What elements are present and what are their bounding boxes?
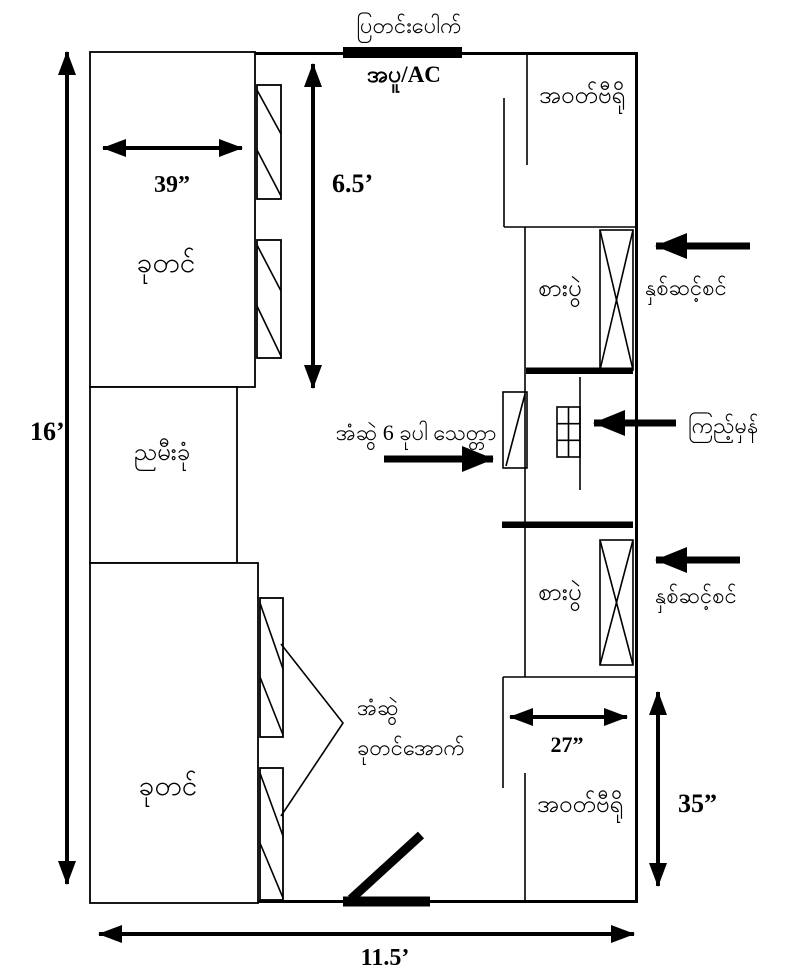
heater-ac-label: အပူ/AC — [367, 62, 441, 93]
underbed-brace — [280, 643, 344, 817]
window-label: ပြတင်းပေါက် — [356, 12, 461, 43]
door — [343, 831, 430, 907]
underbed-label-line2: ခုတင်အောက် — [357, 735, 465, 765]
bed-bottom — [89, 562, 259, 904]
underbed-label-line1: အံဆွဲ — [357, 695, 398, 726]
wardrobe-bottom-label: အဝတ်ဗီရို — [537, 789, 623, 823]
table-top-label: စားပွဲ — [538, 275, 581, 308]
shelf-top-label: နှစ်ဆင့်စင် — [645, 275, 727, 306]
bed-bottom-label: ခုတင် — [139, 768, 198, 808]
dimension-label-6-5ft: 6.5’ — [332, 169, 373, 198]
bed-top-slats — [256, 84, 282, 359]
bed-top — [89, 51, 256, 388]
chest-six-drawers-box — [502, 391, 528, 469]
mirror-label: ကြည့်မှန် — [688, 412, 758, 444]
wardrobe-top — [503, 54, 636, 228]
table-top — [524, 227, 634, 522]
dimension-label-35in: 35” — [678, 789, 717, 818]
dressing-table — [502, 377, 633, 528]
table-bottom — [503, 528, 636, 678]
chest-label: အံဆွဲ 6 ခုပါ သေတ္တာ — [336, 420, 497, 451]
dimension-label-16ft: 16’ — [30, 417, 65, 446]
wardrobe-bottom — [502, 677, 526, 901]
dimension-label-39in: 39” — [154, 172, 190, 198]
dimension-label-11-5ft: 11.5’ — [361, 945, 410, 971]
bed-top-label: ခုတင် — [137, 245, 196, 285]
bed-bottom-slats — [259, 597, 284, 901]
table-bottom-label: စားပွဲ — [538, 579, 581, 612]
shelf-bottom-label: နှစ်ဆင့်စင် — [655, 583, 737, 614]
nightstand-label: ညမီးခုံ — [134, 437, 191, 471]
wardrobe-top-label: အဝတ်ဗီရို — [539, 80, 625, 114]
dimension-label-27in: 27” — [551, 732, 584, 757]
window-bar — [343, 47, 462, 58]
nightstand — [89, 386, 238, 564]
